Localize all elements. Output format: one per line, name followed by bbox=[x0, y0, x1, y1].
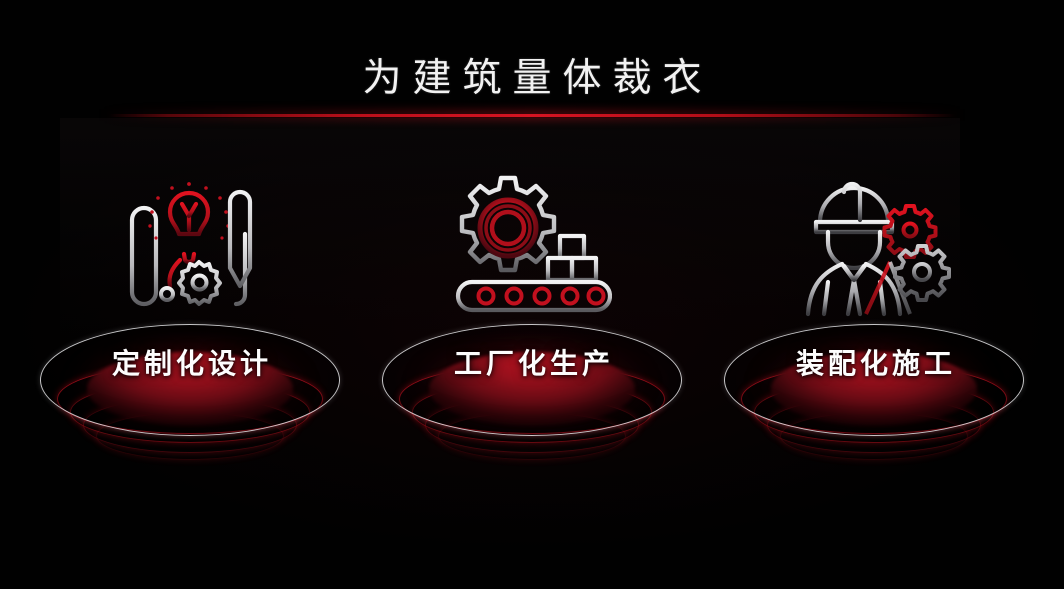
feature-card-factory-production[interactable]: 工厂化生产 bbox=[372, 150, 692, 550]
pedestal-plate bbox=[382, 324, 682, 436]
card-caption: 装配化施工 bbox=[795, 348, 956, 379]
construction-worker-gears-icon bbox=[714, 172, 1034, 322]
feature-card-custom-design[interactable]: 定制化设计 bbox=[30, 150, 350, 550]
pedestal-factory-production bbox=[372, 324, 692, 524]
feature-card-row: 定制化设计 bbox=[0, 150, 1064, 550]
card-caption: 定制化设计 bbox=[111, 348, 272, 379]
pedestal-plate bbox=[724, 324, 1024, 436]
page-title: 为建筑量体裁衣 bbox=[362, 57, 713, 100]
card-caption: 工厂化生产 bbox=[453, 348, 614, 379]
title-divider bbox=[108, 114, 956, 117]
blueprint-lightbulb-pencil-icon bbox=[30, 172, 350, 322]
pedestal-custom-design bbox=[30, 324, 350, 524]
pedestal-plate bbox=[40, 324, 340, 436]
gear-conveyor-belt-icon bbox=[372, 172, 692, 322]
pedestal-assembly-construction bbox=[714, 324, 1034, 524]
feature-card-assembly-construction[interactable]: 装配化施工 bbox=[714, 150, 1034, 550]
